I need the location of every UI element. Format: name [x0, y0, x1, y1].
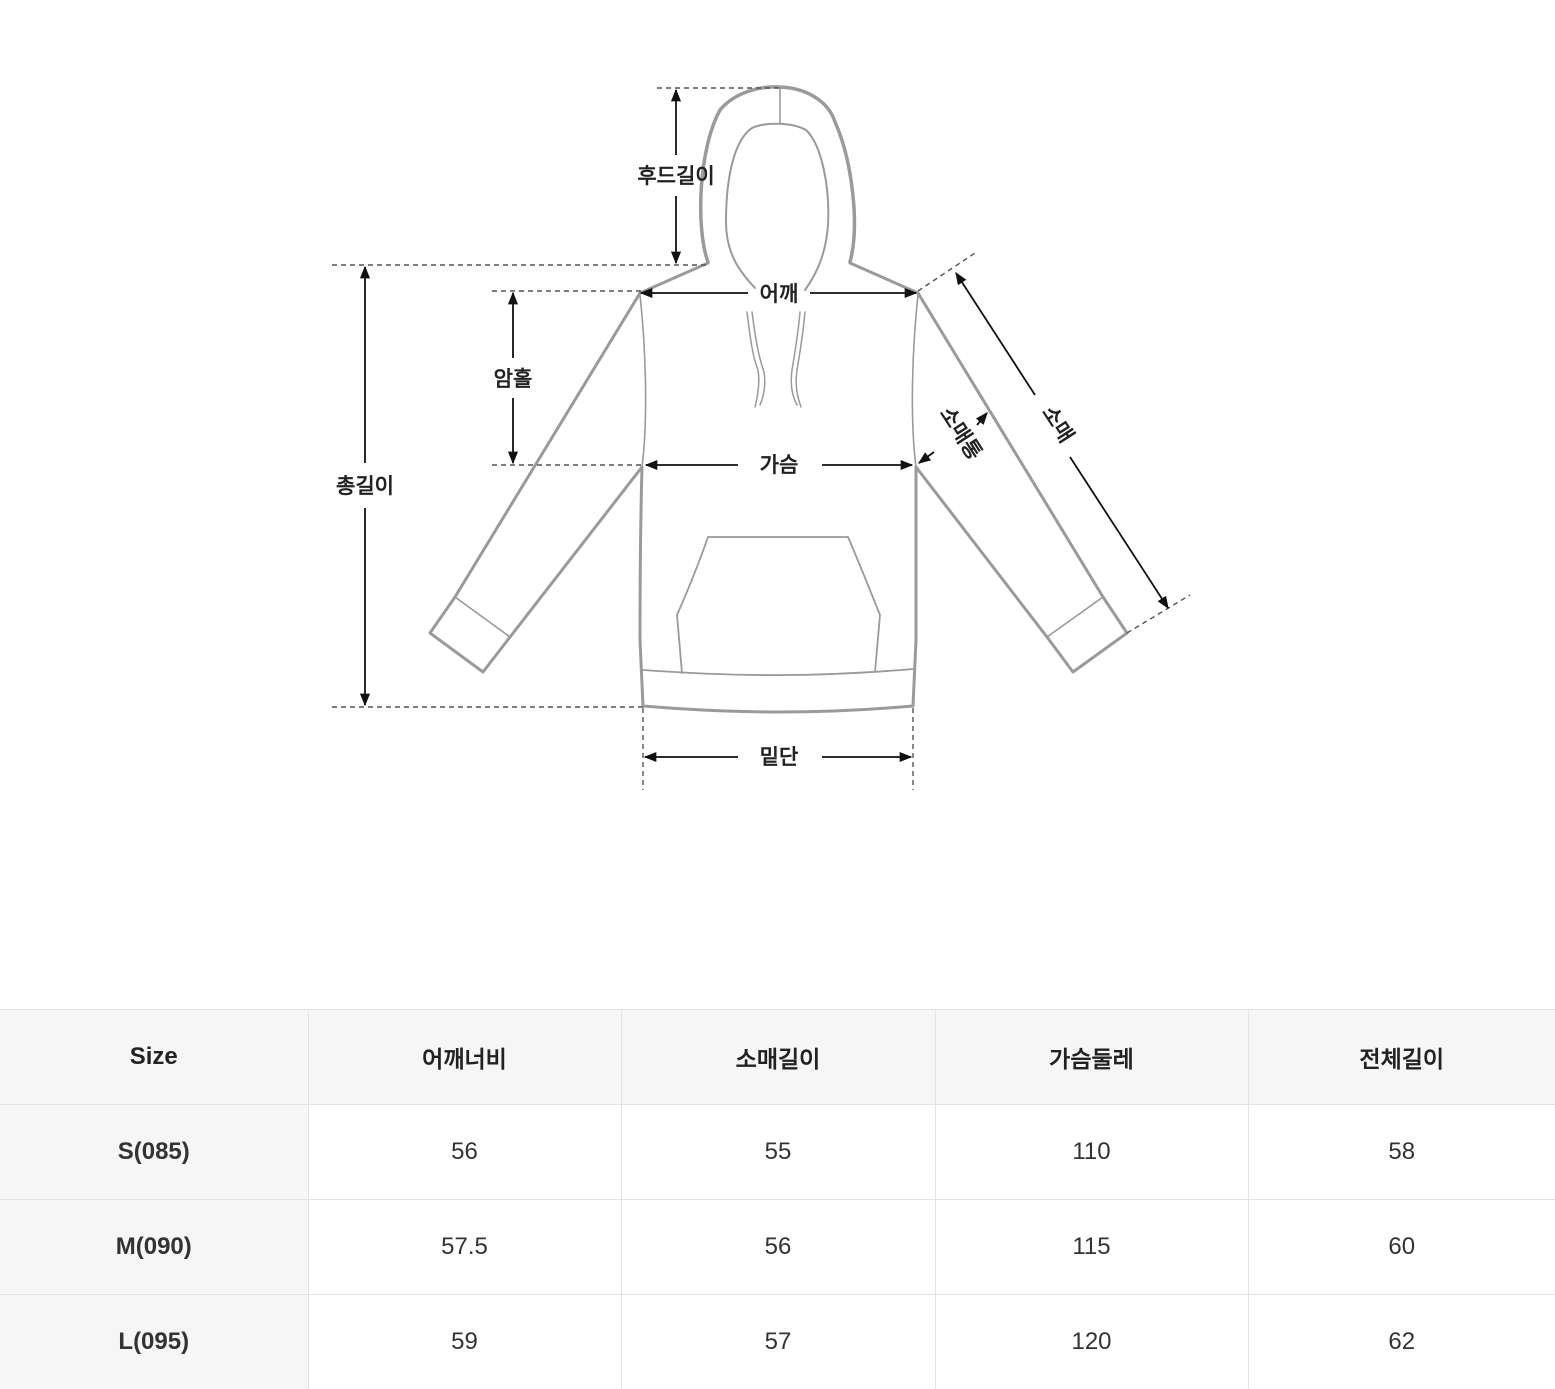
header-sleeve-length: 소매길이 [621, 1010, 935, 1105]
hem-bottom [643, 706, 913, 712]
size-cell: L(095) [0, 1295, 308, 1389]
size-chart-table: Size 어깨너비 소매길이 가슴둘레 전체길이 S(085) 56 55 11… [0, 1009, 1555, 1389]
table-cell: 60 [1248, 1200, 1555, 1295]
label-hem: 밑단 [760, 745, 799, 769]
label-hood-length: 후드길이 [637, 164, 714, 188]
cuff-left-seam [455, 597, 510, 637]
cuff-right-seam [1047, 597, 1103, 637]
table-cell: 56 [308, 1105, 621, 1200]
size-cell: M(090) [0, 1200, 308, 1295]
hood-outer [701, 87, 855, 262]
table-row: S(085) 56 55 110 58 [0, 1105, 1555, 1200]
table-cell: 57.5 [308, 1200, 621, 1295]
label-sleeve: 소매 [1037, 401, 1078, 446]
sleeve-right-inner [916, 467, 1047, 637]
table-cell: 55 [621, 1105, 935, 1200]
hoodie-outline [430, 87, 1127, 712]
shoulder-left [640, 263, 708, 293]
hem-top [643, 669, 913, 675]
armhole-left [640, 295, 646, 467]
header-total-length: 전체길이 [1248, 1010, 1555, 1105]
size-cell: S(085) [0, 1105, 308, 1200]
header-chest-circumference: 가슴둘레 [935, 1010, 1248, 1105]
table-cell: 115 [935, 1200, 1248, 1295]
hoodie-measurement-diagram: 후드길이 어깨 암홀 총길이 가슴 밑단 소매 소매통 [0, 0, 1555, 830]
armhole-right [912, 295, 918, 467]
label-total-length: 총길이 [336, 474, 394, 498]
label-shoulder: 어깨 [760, 282, 799, 306]
shoulder-right [850, 263, 918, 293]
label-sleeve-width: 소매통 [935, 402, 987, 464]
header-shoulder-width: 어깨너비 [308, 1010, 621, 1105]
table-row: M(090) 57.5 56 115 60 [0, 1200, 1555, 1295]
hood-inner [726, 124, 828, 290]
body-right [913, 467, 916, 706]
hoodie-diagram-svg: 후드길이 어깨 암홀 총길이 가슴 밑단 소매 소매통 [0, 0, 1555, 830]
kangaroo-pocket [677, 537, 880, 673]
sleeve-right-outer [918, 293, 1103, 597]
table-row: L(095) 59 57 120 62 [0, 1295, 1555, 1389]
sleeve-left-inner [510, 467, 642, 637]
table-cell: 120 [935, 1295, 1248, 1389]
table-header-row: Size 어깨너비 소매길이 가슴둘레 전체길이 [0, 1010, 1555, 1105]
sleeve-left-outer [455, 293, 640, 597]
drawstring-right [796, 312, 805, 407]
table-cell: 59 [308, 1295, 621, 1389]
header-size: Size [0, 1010, 308, 1105]
table-cell: 58 [1248, 1105, 1555, 1200]
table-cell: 57 [621, 1295, 935, 1389]
label-chest: 가슴 [760, 453, 799, 477]
table-cell: 110 [935, 1105, 1248, 1200]
label-armhole: 암홀 [494, 367, 533, 391]
table-cell: 56 [621, 1200, 935, 1295]
drawstring-left [747, 312, 759, 407]
table-cell: 62 [1248, 1295, 1555, 1389]
